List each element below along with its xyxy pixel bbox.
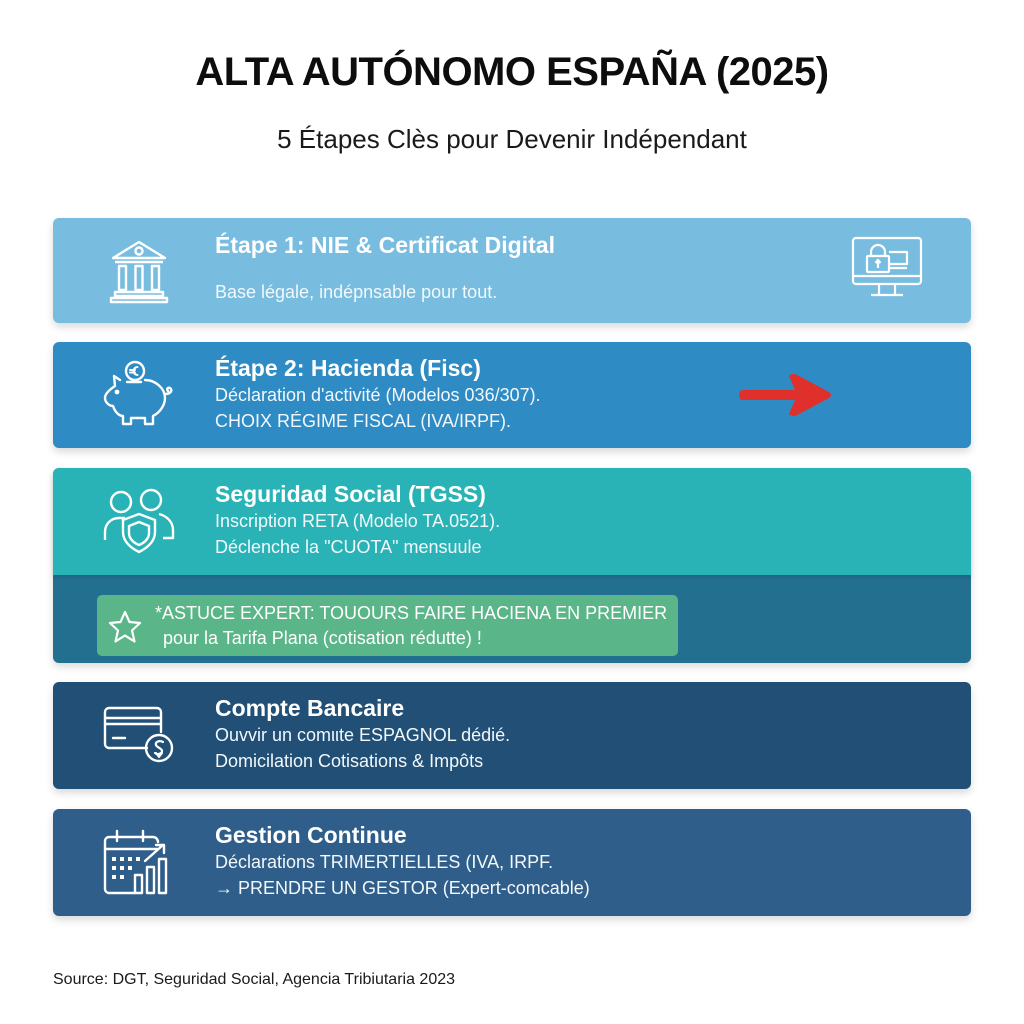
step-description-line-2: Déclenche la "CUOTA" mensuule — [215, 537, 482, 557]
source-note: Source: DGT, Seguridad Social, Agencia T… — [53, 971, 456, 988]
step-description-line-1: Inscription RETA (Modelo TA.0521). — [215, 511, 501, 531]
computer-lock-icon — [849, 232, 925, 308]
step-card-5: Gestion Continue Déclarations TRIMERTIEL… — [53, 809, 971, 916]
bank-building-icon — [99, 230, 179, 310]
piggy-bank-euro-icon — [99, 354, 179, 434]
page-title: ALTA AUTÓNOMO ESPAÑA (2025) — [195, 50, 829, 94]
red-arrow-right-icon — [739, 372, 833, 418]
step-description-line-1: Déclaration d'activité (Modelos 036/307)… — [215, 385, 541, 405]
calendar-chart-icon — [99, 823, 179, 903]
step-card-2: Étape 2: Hacienda (Fisc) Déclaration d'a… — [53, 342, 971, 448]
step-description-line-2: Domicilation Cotisations & Impôts — [215, 751, 484, 771]
step-description-line-1: Ouvvir un comιιte ESPAGNOL dédié. — [215, 725, 511, 745]
step-description-line-1: Déclarations TRIMERTIELLES (IVA, IRPF. — [215, 852, 554, 872]
step-title: Étape 1: NIE & Certificat Digital — [215, 232, 555, 258]
step-description: Base légale, indépnsable pour tout. — [215, 282, 498, 302]
step-card-4: Compte Bancaire Ouvvir un comιιte ESPAGN… — [53, 682, 971, 789]
step-title: Étape 2: Hacienda (Fisc) — [215, 355, 481, 381]
step-card-1: Étape 1: NIE & Certificat Digital Base l… — [53, 218, 971, 323]
tip-line-1: *ASTUCE EXPERT: TOUOURS FAIRE HACIENA EN… — [155, 603, 668, 623]
expert-tip-box: *ASTUCE EXPERT: TOUOURS FAIRE HACIENA EN… — [97, 595, 678, 656]
page-subtitle: 5 Étapes Clès pour Devenir Indépendant — [277, 124, 747, 154]
tip-line-2: pour la Tarifa Plana (cotisation rédutte… — [163, 628, 482, 648]
step-title: Seguridad Social (TGSS) — [215, 481, 486, 507]
users-shield-icon — [99, 480, 179, 560]
star-icon — [107, 609, 143, 645]
step-card-3: Seguridad Social (TGSS) Inscription RETA… — [53, 468, 971, 663]
step-card-3-header: Seguridad Social (TGSS) Inscription RETA… — [53, 468, 971, 575]
step-title: Compte Bancaire — [215, 695, 405, 721]
step-title: Gestion Continue — [215, 822, 407, 848]
card-euro-icon — [99, 698, 179, 778]
step-description-line-2: CHOIX RÉGIME FISCAL (IVA/IRPF). — [215, 411, 512, 431]
step-description-line-2: → PRENDRE UN GESTOR (Expert-comcable) — [215, 878, 590, 898]
